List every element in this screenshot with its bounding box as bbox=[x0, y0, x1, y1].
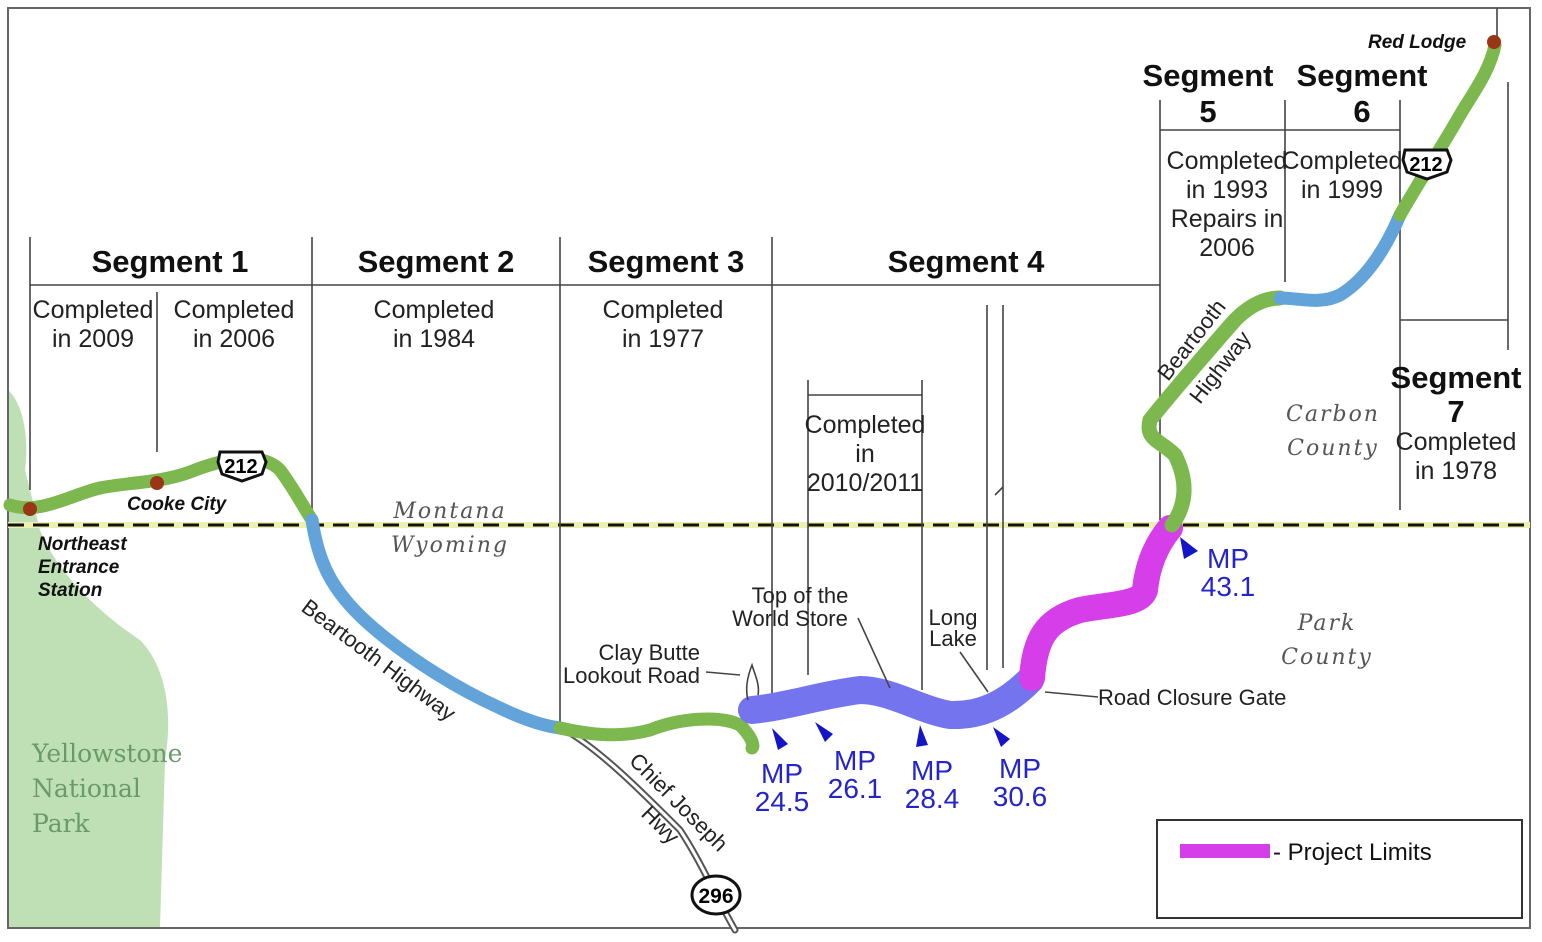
us-212-label-north: 212 bbox=[1409, 154, 1442, 176]
road-closure-gate-pointer bbox=[1044, 691, 1099, 698]
wyoming-label: Wyoming bbox=[391, 533, 509, 558]
segment-dividers bbox=[29, 8, 1509, 730]
route-segment-3 bbox=[553, 712, 760, 755]
chief-joseph-label: Chief Joseph bbox=[624, 748, 732, 856]
route-segment-7 bbox=[1393, 38, 1502, 222]
segment-2-title: Segment 2 bbox=[358, 244, 515, 279]
beartooth-route bbox=[3, 38, 1502, 755]
project-limits-route bbox=[1019, 515, 1183, 691]
milepost-arrow-icon bbox=[815, 722, 833, 742]
segment-3-title: Segment 3 bbox=[588, 244, 745, 279]
town-dot-red-lodge bbox=[1487, 35, 1501, 49]
clay-butte-pointer bbox=[705, 662, 760, 701]
milepost-arrow-icon bbox=[772, 728, 788, 750]
segment-1-title: Segment 1 bbox=[92, 244, 249, 279]
milepost-arrow-icon bbox=[1180, 537, 1198, 559]
project-limits-swatch bbox=[1180, 844, 1270, 858]
red-lodge-label: Red Lodge bbox=[1368, 32, 1467, 53]
milepost-arrow-icon bbox=[993, 727, 1010, 747]
us-212-shield-icon-north: 212 bbox=[1401, 148, 1453, 181]
top-of-world-pointer bbox=[857, 617, 891, 689]
route-segment-2 bbox=[305, 513, 567, 735]
map-border bbox=[7, 7, 1531, 929]
wy-296-label: 296 bbox=[698, 885, 733, 908]
town-dot-northeast-entrance bbox=[23, 502, 37, 516]
milepost-arrow-icon bbox=[916, 725, 928, 747]
route-segment-4 bbox=[738, 666, 1044, 730]
wy-296-shield-icon: 296 bbox=[690, 874, 742, 916]
milepost-markers bbox=[772, 537, 1198, 750]
legend: - Project Limits bbox=[1156, 819, 1523, 919]
us-212-label: 212 bbox=[224, 456, 257, 478]
route-segment-6 bbox=[1273, 208, 1407, 307]
road-closure-gate-label: Road Closure Gate bbox=[1098, 685, 1286, 710]
legend-project-limits-label: - Project Limits bbox=[1273, 839, 1432, 866]
us-212-shield-icon: 212 bbox=[216, 450, 268, 483]
beartooth-highway-label: Beartooth Highway bbox=[297, 594, 461, 726]
route-segment-5 bbox=[1141, 290, 1288, 533]
route-segment-1 bbox=[3, 452, 319, 527]
montana-label: Montana bbox=[392, 499, 506, 524]
yellowstone-park-area bbox=[8, 390, 169, 928]
segment-4-title: Segment 4 bbox=[888, 244, 1046, 279]
town-dot-cooke-city bbox=[150, 476, 164, 490]
long-lake-pointer bbox=[959, 651, 989, 693]
cooke-city-label: Cooke City bbox=[127, 494, 228, 515]
